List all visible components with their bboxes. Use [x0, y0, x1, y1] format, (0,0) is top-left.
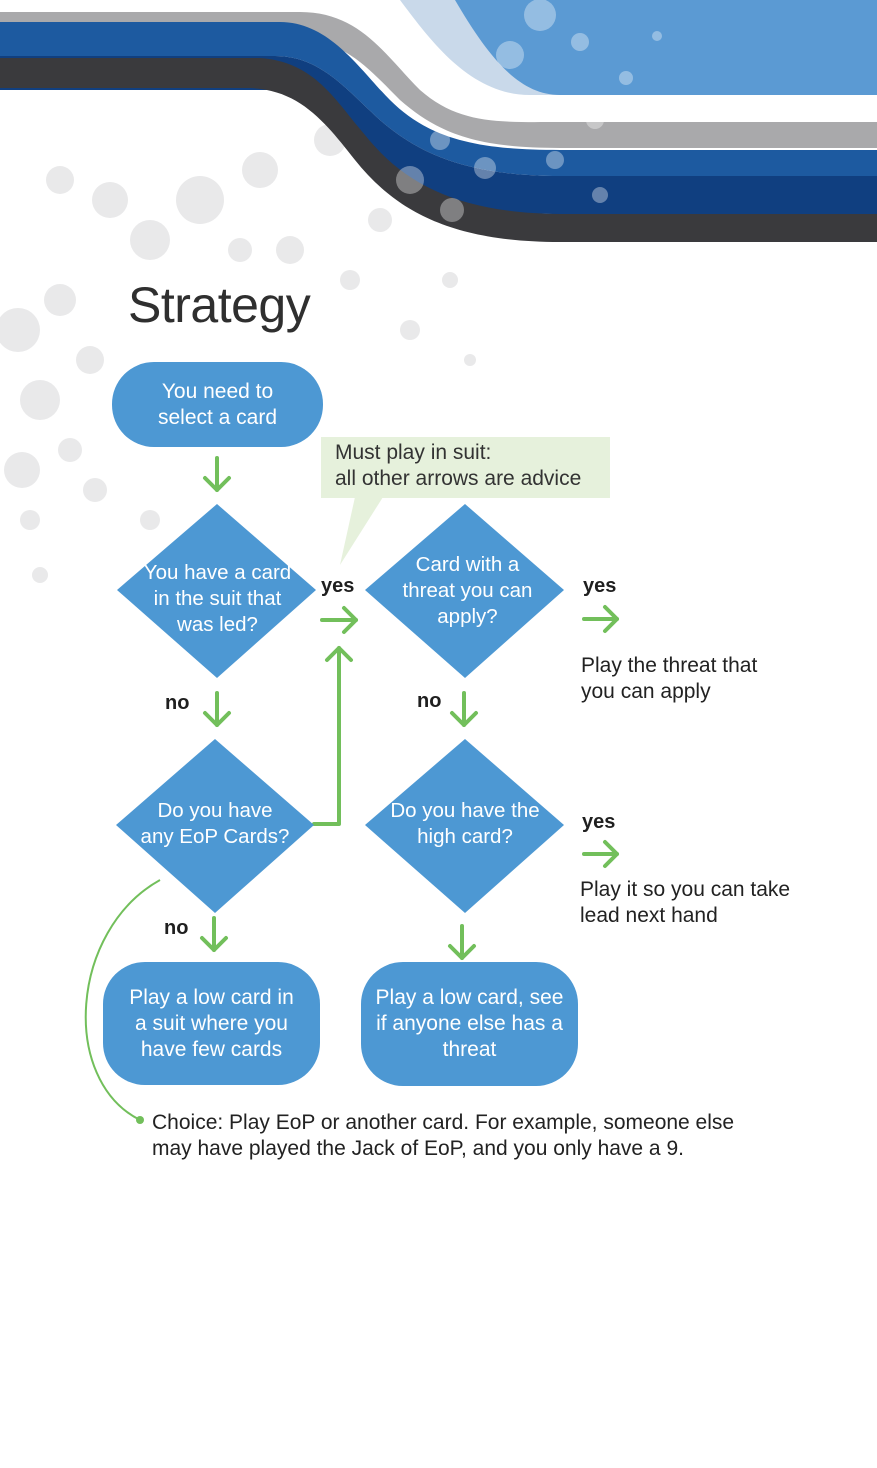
end-node-low-suit: Play a low card in a suit where you have…: [103, 962, 320, 1085]
diamond-high: [365, 739, 564, 913]
label-no-threat: no: [417, 690, 442, 712]
arrow-eop-no: [200, 916, 228, 952]
question-high: Do you have the high card?: [390, 799, 540, 848]
callout-line-2: all other arrows are advice: [335, 467, 582, 490]
diamond-suit: [117, 504, 316, 678]
end-node-low-threat: Play a low card, see if anyone else has …: [361, 962, 578, 1086]
label-no-eop: no: [164, 917, 189, 939]
choice-note: Choice: Play EoP or another card. For ex…: [152, 1110, 792, 1162]
result-high: Play it so you can take lead next hand: [580, 878, 791, 927]
question-eop: Do you have any EoP Cards?: [140, 799, 290, 848]
result-threat: Play the threat that you can apply: [581, 654, 758, 703]
arrow-threat-yes: [582, 605, 619, 633]
arrow-high-yes: [582, 840, 619, 868]
callout-note: Must play in suit: all other arrows are …: [321, 437, 610, 498]
note-connector-dot: [136, 1116, 144, 1124]
arrow-suit-no: [203, 691, 231, 727]
question-suit: You have a card in the suit that was led…: [143, 561, 292, 636]
question-threat: Card with a threat you can apply?: [402, 553, 533, 628]
label-yes-high: yes: [582, 811, 616, 833]
label-yes-threat: yes: [583, 575, 617, 597]
start-node: You need to select a card: [112, 362, 323, 447]
note-connector: [84, 879, 161, 1121]
diamond-eop: [116, 739, 314, 913]
page-title: Strategy: [128, 277, 311, 333]
choice-note-line-2: may have played the Jack of EoP, and you…: [152, 1137, 684, 1160]
arrow-start-to-suit: [203, 456, 231, 492]
arrow-high-no: [448, 924, 476, 960]
diamond-threat: [365, 504, 564, 678]
end-node-low-threat-label: Play a low card, see if anyone else has …: [375, 986, 564, 1061]
end-node-low-suit-label: Play a low card in a suit where you have…: [129, 985, 294, 1061]
choice-note-line-1: Choice: Play EoP or another card. For ex…: [152, 1111, 735, 1134]
start-node-label: You need to select a card: [157, 379, 278, 429]
label-no-suit: no: [165, 692, 190, 714]
callout-pointer: [340, 497, 383, 565]
callout-line-1: Must play in suit:: [335, 441, 492, 464]
arrow-threat-no: [450, 691, 478, 727]
arrow-eop-yes: [312, 646, 353, 826]
arrow-suit-yes: [320, 606, 358, 634]
label-yes-suit: yes: [321, 575, 355, 597]
